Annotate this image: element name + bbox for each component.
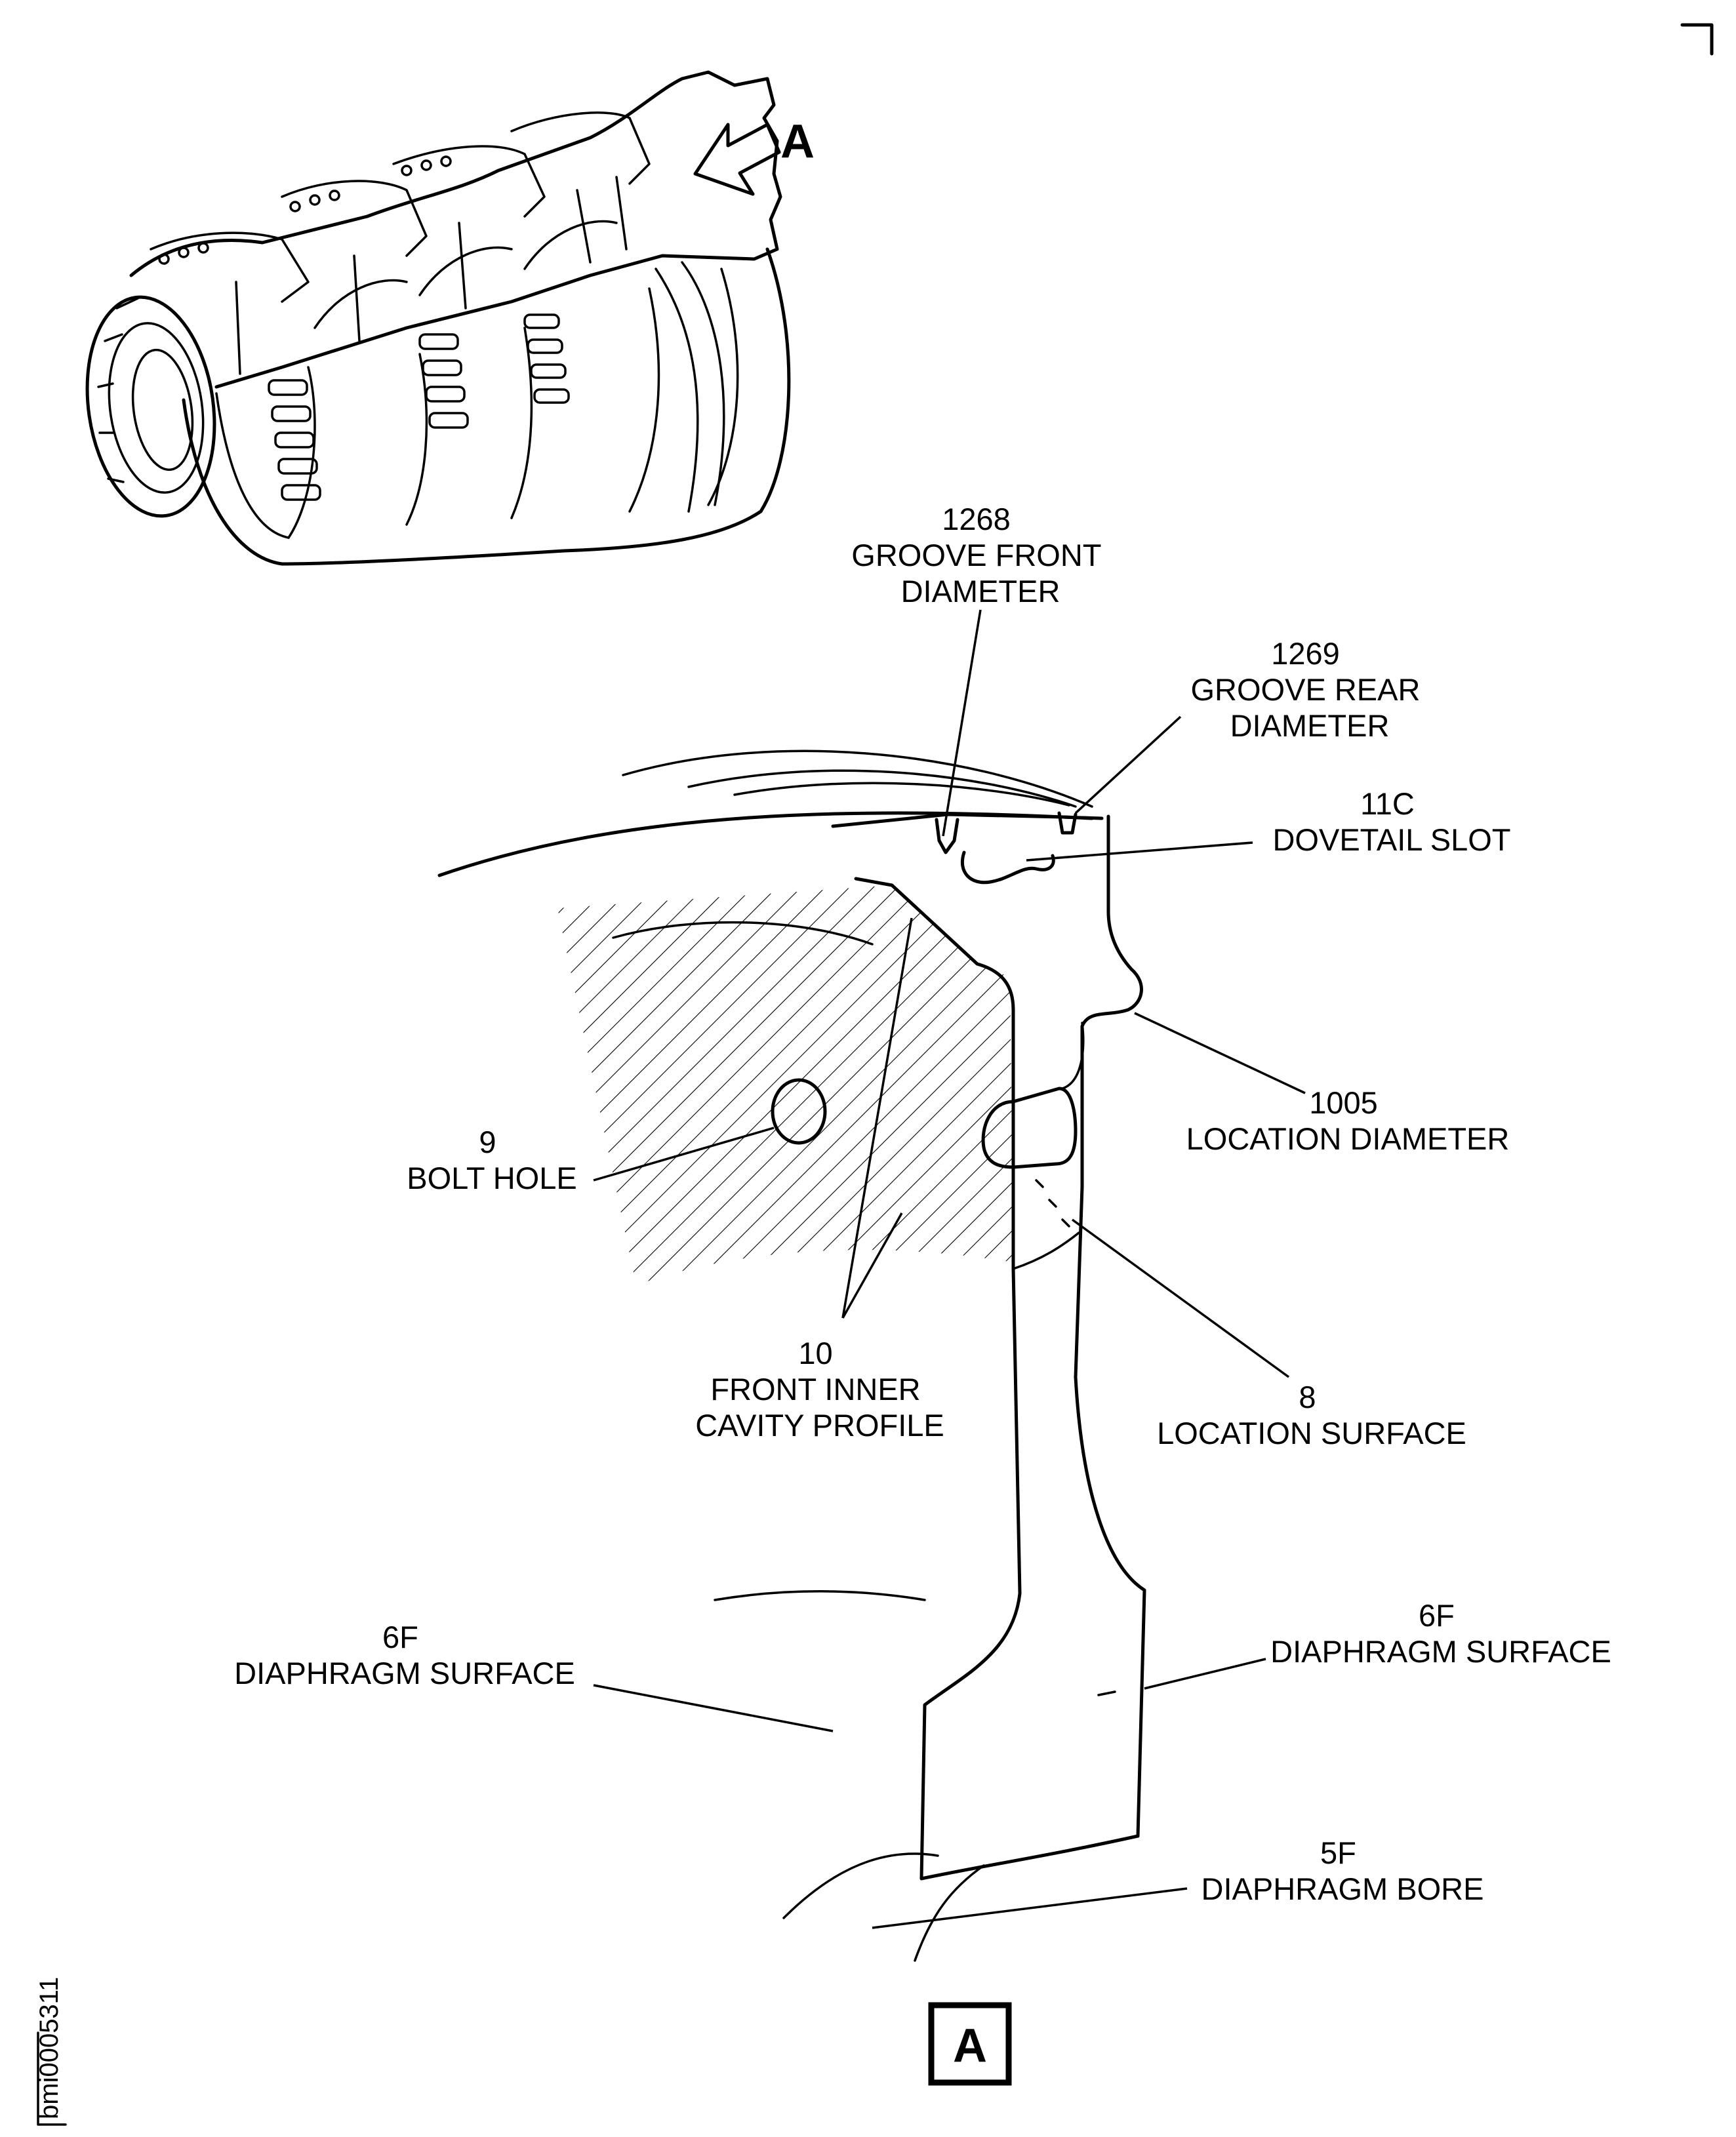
callout-location-surface: 8 LOCATION SURFACE — [1157, 1380, 1466, 1450]
callout-diaphragm-surface-right: 6F DIAPHRAGM SURFACE — [1270, 1598, 1611, 1669]
rotor-assembly-illustration — [85, 70, 791, 566]
view-arrow-label: A — [780, 115, 815, 168]
callout-front-inner-cavity: 10 FRONT INNER CAVITY PROFILE — [695, 1336, 944, 1443]
callout-location-diameter: 1005 LOCATION DIAMETER — [1186, 1085, 1510, 1156]
disk-section-view — [437, 749, 1146, 1962]
callout-diaphragm-bore: 5F DIAPHRAGM BORE — [1201, 1835, 1484, 1906]
callout-groove-front: 1268 GROOVE FRONT DIAMETER — [851, 502, 1109, 609]
view-box-label: A — [953, 2020, 987, 2072]
corner-crop-mark — [1680, 23, 1714, 56]
leader-lines — [593, 609, 1306, 1929]
callout-dovetail-slot: 11C DOVETAIL SLOT — [1272, 786, 1510, 857]
callout-groove-rear: 1269 GROOVE REAR DIAMETER — [1190, 636, 1428, 743]
callout-labels: 1268 GROOVE FRONT DIAMETER 1269 GROOVE R… — [234, 502, 1611, 1906]
view-arrow-a: A — [693, 115, 815, 196]
figure-id: bmi0005311 — [35, 1977, 67, 2126]
callout-diaphragm-surface-left: 6F DIAPHRAGM SURFACE — [234, 1620, 575, 1690]
figure-id-text: bmi0005311 — [35, 1977, 64, 2119]
bolt-hole-shape — [771, 1078, 827, 1145]
callout-bolt-hole: 9 BOLT HOLE — [407, 1125, 576, 1195]
view-identifier-box: A — [928, 2002, 1012, 2086]
